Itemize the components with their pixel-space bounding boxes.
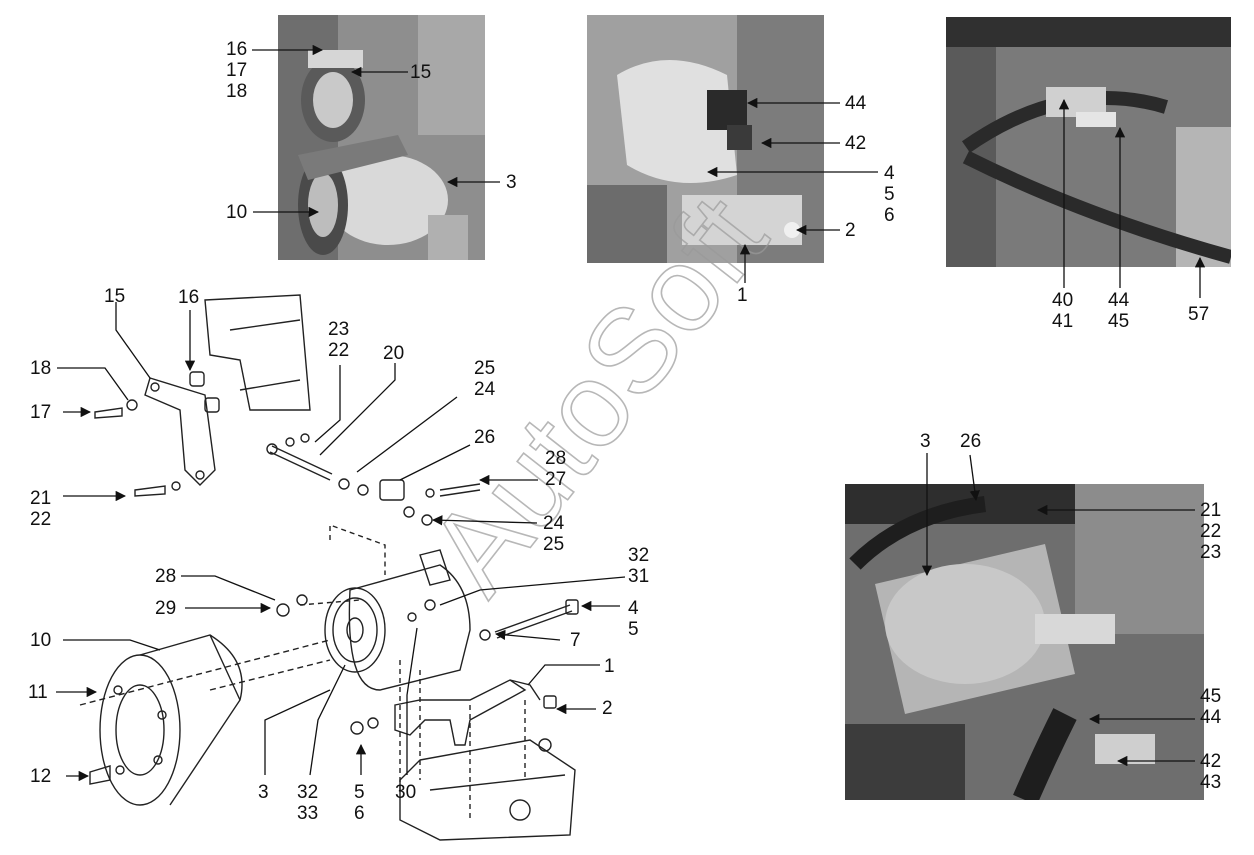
callout-d-32-33: 32 33 xyxy=(297,782,319,824)
callout-d-12: 12 xyxy=(30,766,52,787)
callout-d-15: 15 xyxy=(104,286,126,307)
callout-d-25-24: 25 24 xyxy=(474,358,496,400)
callout-d-10: 10 xyxy=(30,630,52,651)
callout-d-11: 11 xyxy=(28,682,48,703)
callout-42: 42 xyxy=(845,133,867,154)
photo-compressor-mount xyxy=(587,15,824,263)
callout-d-28-27: 28 27 xyxy=(545,448,567,490)
callout-d-20: 20 xyxy=(383,343,405,364)
callout-d-3: 3 xyxy=(258,782,269,803)
callout-d-26: 26 xyxy=(474,427,496,448)
photo-compressor-installed xyxy=(845,484,1204,800)
callout-d-17: 17 xyxy=(30,402,52,423)
callout-d-24-25: 24 25 xyxy=(543,513,565,555)
callout-10: 10 xyxy=(226,202,248,223)
callout-42-43: 42 43 xyxy=(1200,751,1222,793)
callout-d-21-22: 21 22 xyxy=(30,488,52,530)
mount-bracket-30 xyxy=(394,679,527,746)
callout-d-16: 16 xyxy=(178,287,200,308)
callout-57: 57 xyxy=(1188,304,1210,325)
engine-block-upper xyxy=(204,294,311,411)
callout-d-18: 18 xyxy=(30,358,52,379)
bracket-15 xyxy=(144,377,216,486)
callout-44-45: 44 45 xyxy=(1108,290,1130,332)
pulley xyxy=(99,654,181,806)
callout-d-23-22: 23 22 xyxy=(328,319,350,361)
callout-45-44: 45 44 xyxy=(1200,686,1222,728)
callout-d-2: 2 xyxy=(602,698,613,719)
callout-d-32-31: 32 31 xyxy=(628,545,650,587)
callout-1: 1 xyxy=(737,285,748,306)
callout-44: 44 xyxy=(845,93,867,114)
callout-15: 15 xyxy=(410,62,432,83)
callout-d-7: 7 xyxy=(570,630,581,651)
callout-d-30: 30 xyxy=(395,782,417,803)
callout-40-41: 40 41 xyxy=(1052,290,1074,332)
callout-d-4-5: 4 5 xyxy=(628,598,639,640)
photo-compressor-belt xyxy=(278,15,485,260)
compressor-body xyxy=(348,564,471,691)
callout-21-22-23: 21 22 23 xyxy=(1200,500,1222,563)
callout-26-photo: 26 xyxy=(960,431,982,452)
callout-4-5-6: 4 5 6 xyxy=(884,163,895,226)
callout-d-1: 1 xyxy=(604,656,615,677)
callout-3-photo: 3 xyxy=(920,431,931,452)
callout-2: 2 xyxy=(845,220,856,241)
photo-hose-connection xyxy=(946,17,1231,267)
callout-d-5-6: 5 6 xyxy=(354,782,365,824)
callout-d-29: 29 xyxy=(155,598,177,619)
engine-block-lower xyxy=(399,739,576,841)
callout-16-17-18: 16 17 18 xyxy=(226,39,248,102)
callout-d-28: 28 xyxy=(155,566,177,587)
callout-3: 3 xyxy=(506,172,517,193)
